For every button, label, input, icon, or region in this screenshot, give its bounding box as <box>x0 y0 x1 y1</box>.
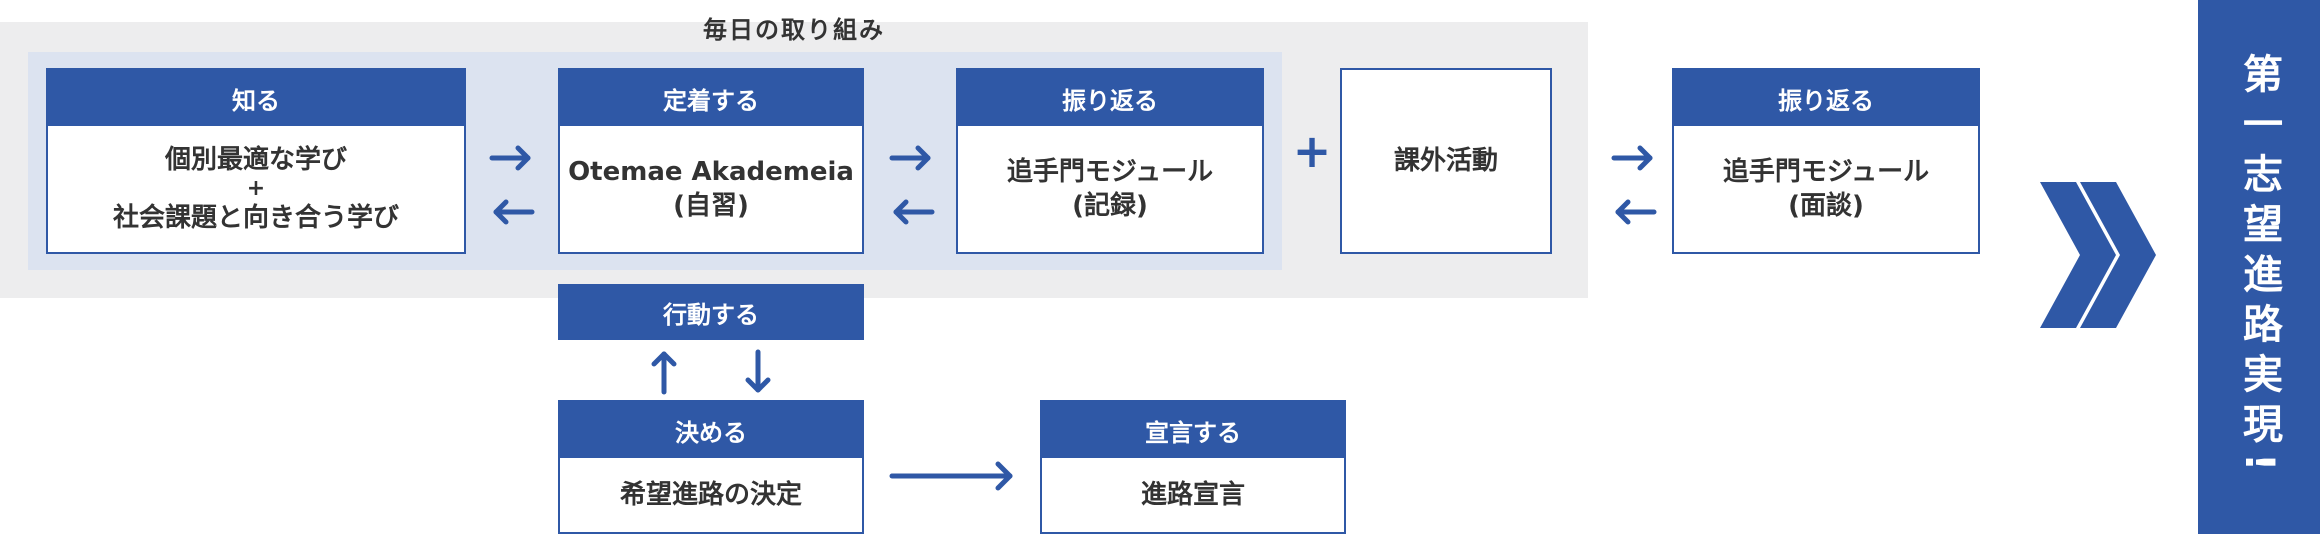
final-goal-text: 第一志望進路実現! <box>2236 52 2282 482</box>
card-shiru-header: 知る <box>48 70 464 126</box>
card-shiru-line1: 個別最適な学び <box>164 145 347 175</box>
card-sengen: 宣言する 進路宣言 <box>1040 400 1346 534</box>
card-teichaku-header: 定着する <box>560 70 862 126</box>
card-furikaeru-record-line2: (記録) <box>1072 191 1148 221</box>
card-teichaku: 定着する Otemae Akademeia (自習) <box>558 68 864 254</box>
card-kimeru-header: 決める <box>560 402 862 458</box>
card-furikaeru-interview-header: 振り返る <box>1674 70 1978 126</box>
panel-title: 毎日の取り組み <box>703 16 885 44</box>
decide-to-declare-arrow <box>889 461 1013 491</box>
card-furikaeru-interview-line2: (面談) <box>1788 191 1864 221</box>
card-furikaeru-interview-body: 追手門モジュール (面談) <box>1674 126 1978 252</box>
card-furikaeru-record-line1: 追手門モジュール <box>1006 157 1214 187</box>
card-sengen-body: 進路宣言 <box>1140 480 1245 510</box>
card-furikaeru-interview-line1: 追手門モジュール <box>1722 157 1930 187</box>
card-furikaeru-record: 振り返る 追手門モジュール (記録) <box>956 68 1264 254</box>
card-extracurricular: 課外活動 <box>1340 68 1552 254</box>
card-sengen-header: 宣言する <box>1042 402 1344 458</box>
plus-connector: + <box>1292 124 1332 178</box>
card-shiru: 知る 個別最適な学び + 社会課題と向き合う学び <box>46 68 466 254</box>
card-teichaku-line1: Otemae Akademeia <box>568 157 854 187</box>
card-extracurricular-body: 課外活動 <box>1393 146 1498 176</box>
card-shiru-plus: + <box>246 176 266 201</box>
card-furikaeru-record-body: 追手門モジュール (記録) <box>958 126 1262 252</box>
cycle-arrows <box>651 349 771 395</box>
card-kodo: 行動する <box>558 284 864 340</box>
card-teichaku-line2: (自習) <box>673 191 749 221</box>
card-furikaeru-record-header: 振り返る <box>958 70 1262 126</box>
card-kimeru: 決める 希望進路の決定 <box>558 400 864 534</box>
card-shiru-line3: 社会課題と向き合う学び <box>112 203 399 233</box>
card-teichaku-body: Otemae Akademeia (自習) <box>560 126 862 252</box>
final-goal-banner: 第一志望進路実現! <box>2198 0 2320 534</box>
exchange-arrows-3 <box>1611 145 1657 225</box>
card-kimeru-body: 希望進路の決定 <box>619 480 802 510</box>
double-chevron-icon <box>2040 182 2156 328</box>
card-shiru-body: 個別最適な学び + 社会課題と向き合う学び <box>48 126 464 252</box>
exchange-arrows-2 <box>889 145 935 225</box>
card-furikaeru-interview: 振り返る 追手門モジュール (面談) <box>1672 68 1980 254</box>
exchange-arrows-1 <box>489 145 535 225</box>
